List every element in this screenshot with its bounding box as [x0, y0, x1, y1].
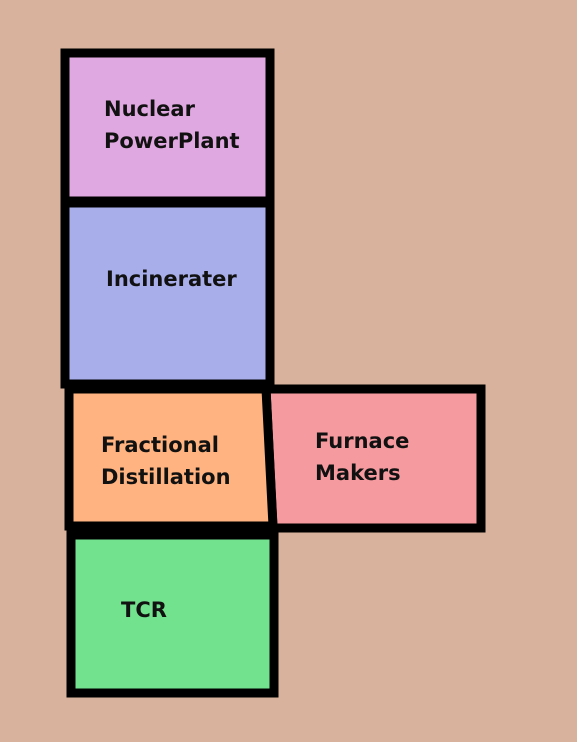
block-fractional-distillation: Fractional Distillation [64, 384, 278, 531]
block-tcr: TCR [66, 530, 279, 698]
block-fractional-distillation-shape [64, 384, 278, 531]
block-nuclear-powerplant-label-line2: PowerPlant [104, 129, 240, 153]
block-furnace-makers: Furnace Makers [261, 384, 486, 533]
block-nuclear-powerplant-label-line1: Nuclear [104, 97, 196, 121]
block-tcr-shape [66, 530, 279, 698]
block-incinerater-shape [60, 198, 275, 389]
block-fractional-distillation-label-line1: Fractional [101, 433, 219, 457]
block-nuclear-powerplant: Nuclear PowerPlant [60, 48, 275, 206]
block-furnace-makers-label-line2: Makers [315, 461, 401, 485]
block-fractional-distillation-label-line2: Distillation [101, 465, 231, 489]
block-incinerater: Incinerater [60, 198, 275, 389]
block-furnace-makers-label-line1: Furnace [315, 429, 409, 453]
block-incinerater-label: Incinerater [106, 267, 237, 291]
block-furnace-makers-shape [261, 384, 486, 533]
block-tcr-label: TCR [121, 598, 167, 622]
block-nuclear-powerplant-shape [60, 48, 275, 206]
